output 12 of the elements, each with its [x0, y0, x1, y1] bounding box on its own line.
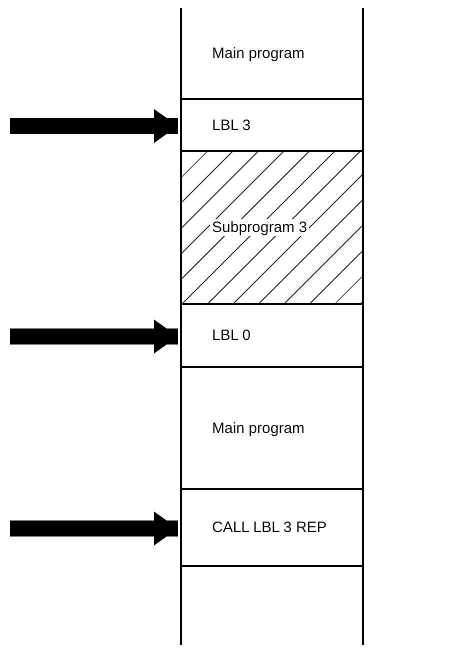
arrow [10, 320, 178, 354]
arrow [10, 512, 178, 546]
program-block [180, 8, 364, 100]
block-label: Main program [210, 44, 307, 62]
hatched-program-block [180, 152, 364, 305]
block-label: Main program [210, 420, 307, 436]
arrow [10, 109, 178, 143]
program-block [180, 567, 364, 645]
program-block [180, 368, 364, 490]
block-label: Subprogram 3 [210, 219, 310, 236]
block-label: LBL 3 [210, 116, 253, 134]
program-block [180, 305, 364, 368]
